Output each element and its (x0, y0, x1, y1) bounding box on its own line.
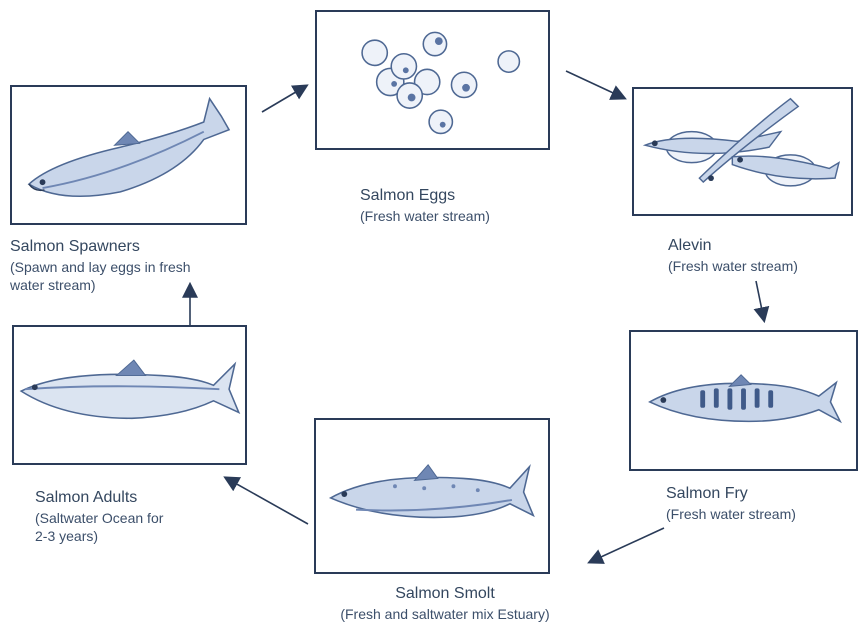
alevin-sub: (Fresh water stream) (668, 257, 798, 276)
fry-label: Salmon Fry (Fresh water stream) (666, 483, 796, 523)
eggs-label: Salmon Eggs (Fresh water stream) (360, 185, 490, 225)
fry-sub: (Fresh water stream) (666, 505, 796, 524)
salmon-eggs-illustration (317, 12, 548, 148)
spawners-image-box (10, 85, 247, 225)
adults-sub-line1: (Saltwater Ocean for (35, 509, 163, 528)
adults-sub-line2: 2-3 years) (35, 527, 163, 546)
smolt-image-box (314, 418, 550, 574)
spawners-sub-line2: water stream) (10, 276, 191, 295)
arrow-smolt-to-adults (226, 478, 308, 524)
smolt-title: Salmon Smolt (325, 583, 565, 605)
alevin-illustration (634, 89, 851, 214)
fry-image-box (629, 330, 858, 471)
salmon-adults-illustration (14, 327, 245, 463)
spawners-sub-line1: (Spawn and lay eggs in fresh (10, 258, 191, 277)
fry-title: Salmon Fry (666, 483, 796, 505)
adults-title: Salmon Adults (35, 487, 163, 509)
smolt-label: Salmon Smolt (Fresh and saltwater mix Es… (325, 583, 565, 623)
adults-image-box (12, 325, 247, 465)
spawners-label: Salmon Spawners (Spawn and lay eggs in f… (10, 236, 191, 295)
alevin-label: Alevin (Fresh water stream) (668, 235, 798, 275)
salmon-spawners-illustration (12, 87, 245, 223)
salmon-fry-illustration (631, 332, 856, 469)
eggs-title: Salmon Eggs (360, 185, 490, 207)
arrow-spawners-to-eggs (262, 86, 306, 112)
alevin-image-box (632, 87, 853, 216)
eggs-image-box (315, 10, 550, 150)
arrow-alevin-to-fry (756, 281, 764, 320)
eggs-sub: (Fresh water stream) (360, 207, 490, 226)
alevin-title: Alevin (668, 235, 798, 257)
smolt-sub: (Fresh and saltwater mix Estuary) (325, 605, 565, 623)
spawners-title: Salmon Spawners (10, 236, 191, 258)
arrow-eggs-to-alevin (566, 71, 624, 98)
salmon-smolt-illustration (316, 420, 548, 572)
adults-label: Salmon Adults (Saltwater Ocean for 2-3 y… (35, 487, 163, 546)
arrow-fry-to-smolt (590, 528, 664, 562)
